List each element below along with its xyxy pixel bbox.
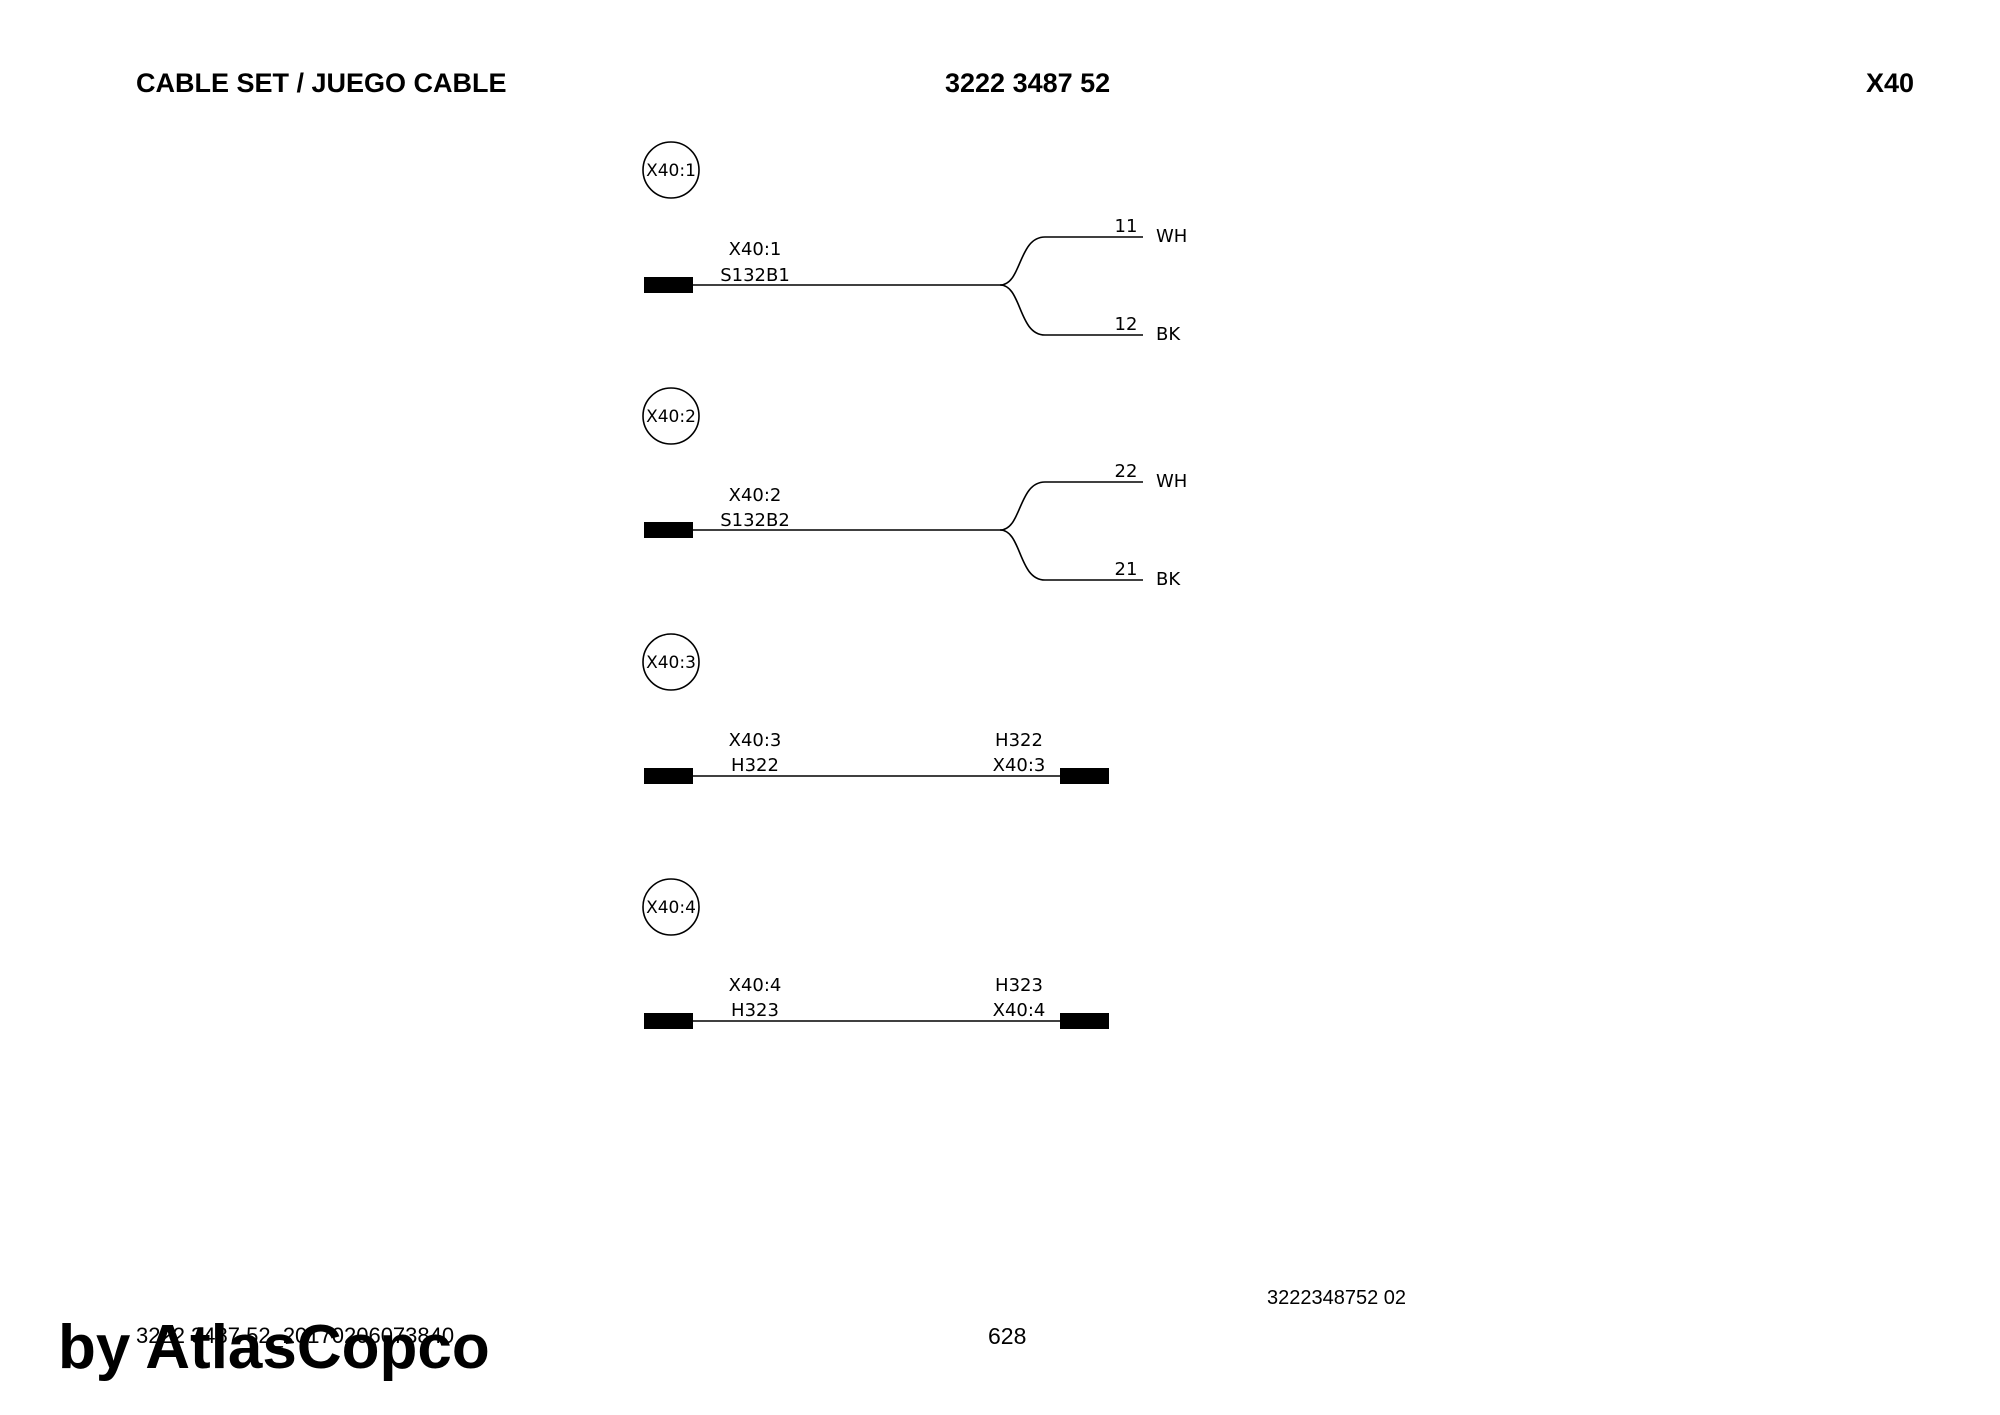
page-number: 628 <box>988 1323 1027 1349</box>
wire-branch <box>999 236 1143 286</box>
file-reference: 3222 3487 52_20170206073840 <box>136 1323 455 1348</box>
part-number: 3222 3487 52 <box>945 68 1111 98</box>
cable-tag: X40:2 <box>646 407 696 427</box>
cable-tag-circle <box>642 878 700 936</box>
connector-block <box>644 1013 693 1029</box>
start-label-top: X40:4 <box>729 975 782 996</box>
start-label-bottom: S132B1 <box>720 265 790 286</box>
cable-group: X40:2 X40:2 S132B2 22 WH 21 BK <box>642 387 1187 590</box>
wire-color: BK <box>1156 569 1181 590</box>
wire-color: WH <box>1156 471 1187 492</box>
start-label-top: X40:2 <box>729 485 782 506</box>
cable-tag-circle <box>642 141 700 199</box>
watermark: by AtlasCopco <box>58 1313 490 1382</box>
start-label-top: X40:3 <box>729 730 782 751</box>
cable-tag-circle <box>642 633 700 691</box>
start-label-bottom: H322 <box>731 755 779 776</box>
wire-branch <box>999 529 1143 581</box>
start-label-bottom: S132B2 <box>720 510 790 531</box>
end-label-top: H322 <box>995 730 1043 751</box>
connector-block <box>1060 768 1109 784</box>
wire-number: 11 <box>1115 216 1138 237</box>
wire-number: 12 <box>1115 314 1138 335</box>
cable-tag: X40:4 <box>646 898 696 918</box>
wire-branch <box>999 481 1143 531</box>
connector-block <box>644 768 693 784</box>
connector-block <box>644 277 693 293</box>
cable-tag: X40:1 <box>646 161 696 181</box>
end-label-top: H323 <box>995 975 1043 996</box>
cable-group: X40:1 X40:1 S132B1 11 WH 12 BK <box>642 141 1187 345</box>
page-title: CABLE SET / JUEGO CABLE <box>136 68 507 98</box>
start-label-top: X40:1 <box>729 239 782 260</box>
document-id: 3222348752 02 <box>1267 1287 1407 1309</box>
end-label-bottom: X40:3 <box>993 755 1046 776</box>
connector-block <box>1060 1013 1109 1029</box>
cable-group: X40:3 X40:3 H322 H322 X40:3 <box>642 633 1109 784</box>
wire-color: WH <box>1156 226 1187 247</box>
connector-id: X40 <box>1865 68 1914 98</box>
cable-tag: X40:3 <box>646 653 696 673</box>
wire-branch <box>999 284 1143 336</box>
start-label-bottom: H323 <box>731 1000 779 1021</box>
cable-group: X40:4 X40:4 H323 H323 X40:4 <box>642 878 1109 1029</box>
end-label-bottom: X40:4 <box>993 1000 1046 1021</box>
wire-number: 21 <box>1115 559 1138 580</box>
connector-block <box>644 522 693 538</box>
cable-tag-circle <box>642 387 700 445</box>
wire-color: BK <box>1156 324 1181 345</box>
wire-number: 22 <box>1115 461 1138 482</box>
